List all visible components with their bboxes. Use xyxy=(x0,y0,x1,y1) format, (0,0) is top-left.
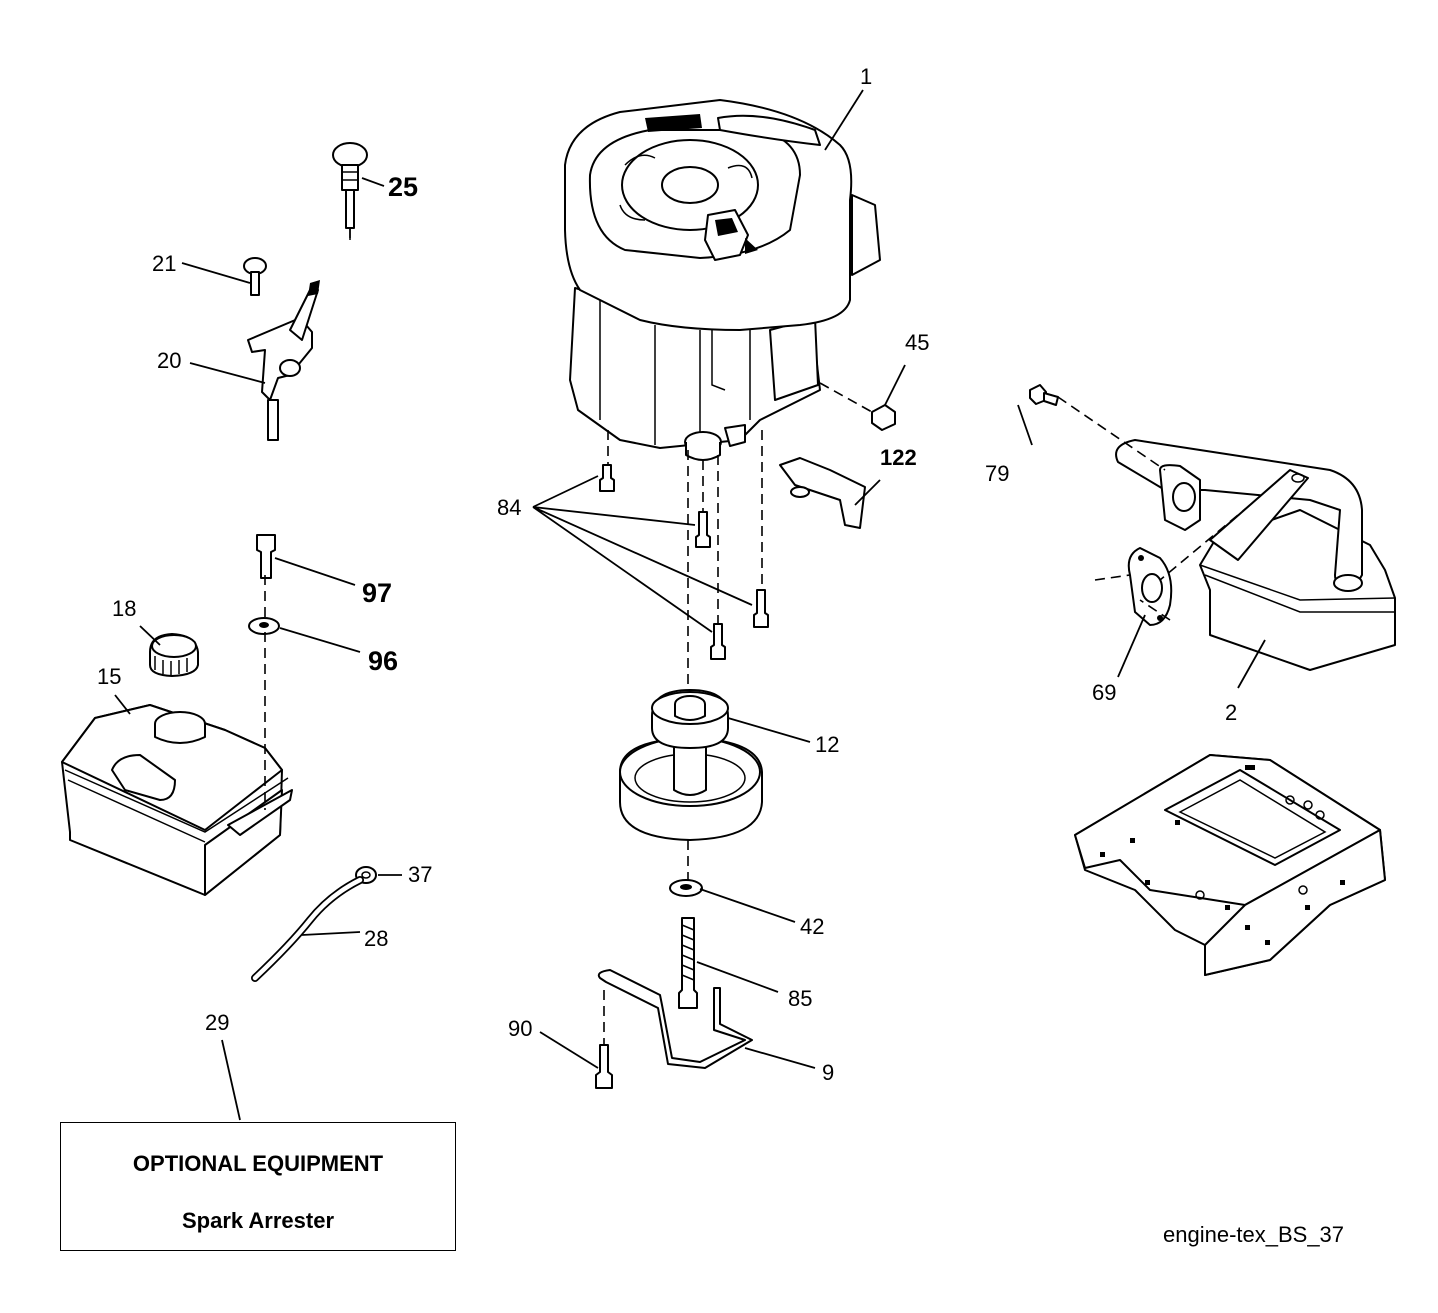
callout-21: 21 xyxy=(152,251,176,276)
callout-labels: 1 25 21 20 45 122 84 79 97 18 96 15 69 2… xyxy=(97,64,1237,1085)
optional-equipment-item: Spark Arrester xyxy=(181,1208,335,1233)
callout-85: 85 xyxy=(788,986,812,1011)
callout-2: 2 xyxy=(1225,700,1237,725)
callout-45: 45 xyxy=(905,330,929,355)
callout-28: 28 xyxy=(364,926,388,951)
callout-96: 96 xyxy=(368,646,398,676)
callout-90: 90 xyxy=(508,1016,532,1041)
callout-18: 18 xyxy=(112,596,136,621)
callout-84: 84 xyxy=(497,495,521,520)
callout-9: 9 xyxy=(822,1060,834,1085)
drawing-id-label: engine-tex_BS_37 xyxy=(1163,1222,1345,1247)
callout-37: 37 xyxy=(408,862,432,887)
exhaust-gasket-part xyxy=(1127,547,1173,626)
callout-69: 69 xyxy=(1092,680,1116,705)
callout-1: 1 xyxy=(860,64,872,89)
optional-equipment-box: OPTIONAL EQUIPMENT Spark Arrester xyxy=(60,1122,456,1251)
washer-42-part xyxy=(669,879,703,897)
engine-part xyxy=(564,99,881,461)
callout-97: 97 xyxy=(362,578,392,608)
deflector-clip-part xyxy=(779,457,866,529)
leader-lines xyxy=(114,89,1266,1121)
throttle-control-part xyxy=(247,280,320,441)
fuel-cap-part xyxy=(149,633,199,677)
fuel-tank-part xyxy=(61,704,293,896)
fuel-hose-part xyxy=(251,876,364,982)
callout-15: 15 xyxy=(97,664,121,689)
engine-bolts-part xyxy=(599,464,769,660)
assembly-lines xyxy=(264,228,1251,1045)
tank-bolt-part xyxy=(256,534,276,579)
callout-20: 20 xyxy=(157,348,181,373)
nut-part xyxy=(871,404,896,431)
pulley-part xyxy=(619,689,763,841)
tank-washer-part xyxy=(248,617,280,635)
throttle-screw-part xyxy=(243,257,267,296)
callout-42: 42 xyxy=(800,914,824,939)
engine-mount-frame-part xyxy=(1074,754,1386,976)
muffler-bolt-part xyxy=(1029,384,1059,406)
bracket-bolt-part xyxy=(595,1044,613,1089)
callout-79: 79 xyxy=(985,461,1009,486)
rod-bracket-part xyxy=(597,969,753,1069)
callout-29: 29 xyxy=(205,1010,229,1035)
choke-knob-part xyxy=(332,142,368,240)
pulley-bolt-part xyxy=(678,917,698,1009)
callout-25: 25 xyxy=(388,172,418,202)
muffler-part xyxy=(1115,439,1396,671)
callout-12: 12 xyxy=(815,732,839,757)
optional-equipment-title: OPTIONAL EQUIPMENT xyxy=(132,1151,384,1176)
callout-122: 122 xyxy=(880,445,917,470)
